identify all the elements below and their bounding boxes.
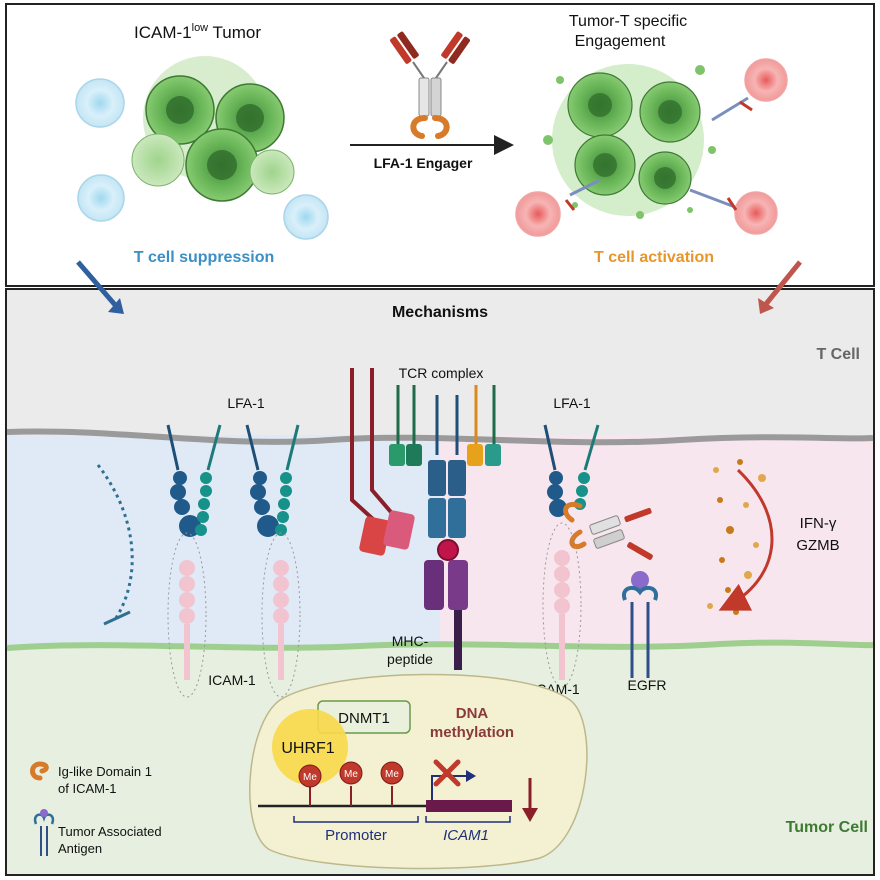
legend-ig-domain-line2: of ICAM-1 bbox=[58, 781, 117, 796]
tumor-cell-label: Tumor Cell bbox=[786, 819, 868, 836]
legend-antigen-line1: Tumor Associated bbox=[58, 824, 162, 839]
promoter-label: Promoter bbox=[325, 827, 387, 844]
right-panel-title-line2: Engagement bbox=[575, 33, 666, 50]
icam1-gene-label: ICAM1 bbox=[443, 827, 489, 844]
t-cell-suppression-label: T cell suppression bbox=[134, 249, 274, 266]
methyl-mark-3: Me bbox=[380, 761, 404, 806]
activated-t-cells bbox=[515, 58, 788, 237]
cytokine-gzmb-label: GZMB bbox=[796, 537, 839, 554]
methyl-mark-2: Me bbox=[339, 761, 363, 806]
lfa1-receptor-left bbox=[166, 424, 222, 537]
gene-bracket bbox=[425, 816, 511, 823]
dna-methylation-line2: methylation bbox=[430, 724, 514, 741]
ig-domain-legend-icon bbox=[30, 761, 49, 781]
suppressed-t-cells bbox=[75, 78, 329, 240]
lfa1-engager-bound bbox=[563, 502, 653, 560]
blocked-transcription-x-icon bbox=[433, 759, 461, 787]
mhc-label-line1: MHC- bbox=[392, 633, 429, 649]
t-cell-activation-label: T cell activation bbox=[594, 249, 714, 266]
transition-arrow-right bbox=[764, 260, 802, 306]
transcription-start-arrow bbox=[431, 775, 468, 800]
svg-text:Me: Me bbox=[385, 769, 399, 780]
lfa1-engager-icon bbox=[390, 31, 470, 139]
inhibition-bar bbox=[103, 610, 131, 626]
egfr-label: EGFR bbox=[628, 677, 667, 693]
co-receptor bbox=[350, 368, 415, 556]
tumor-antigen-legend-icon bbox=[33, 809, 55, 856]
lfa1-label-left: LFA-1 bbox=[227, 395, 265, 411]
tumor-cluster-engaged bbox=[543, 64, 716, 219]
mhc-peptide bbox=[424, 539, 468, 670]
transition-arrowhead-right bbox=[758, 298, 774, 314]
egfr-receptor bbox=[621, 571, 659, 678]
tcr-complex-label: TCR complex bbox=[399, 365, 484, 381]
tumor-cell-membrane bbox=[6, 639, 874, 651]
icam1-label-left: ICAM-1 bbox=[208, 672, 256, 688]
lfa1-label-right: LFA-1 bbox=[553, 395, 591, 411]
uhrf1-bubble bbox=[272, 709, 348, 785]
left-panel-title: ICAM-1low Tumor bbox=[134, 22, 261, 42]
legend-ig-domain-line1: Ig-like Domain 1 bbox=[58, 764, 152, 779]
cytokine-release-arrow bbox=[718, 468, 774, 611]
mhc-label-line2: peptide bbox=[387, 651, 433, 667]
icam1-left-faint bbox=[167, 532, 301, 698]
transition-arrowhead-left bbox=[108, 298, 124, 314]
intercellular-space-right bbox=[440, 435, 873, 645]
icam1-right bbox=[542, 522, 582, 688]
icam1-gene-bar bbox=[426, 800, 512, 812]
cytokine-ifng-label: IFN-γ bbox=[800, 515, 837, 532]
svg-text:Me: Me bbox=[303, 772, 317, 783]
engager-bridges bbox=[564, 96, 753, 211]
tcr-complex bbox=[389, 385, 501, 538]
mechanisms-heading: Mechanisms bbox=[392, 304, 488, 321]
lfa1-receptor-left-2 bbox=[245, 424, 300, 537]
uhrf1-label: UHRF1 bbox=[281, 740, 334, 757]
methyl-mark-1: Me bbox=[298, 764, 322, 806]
dnmt1-label: DNMT1 bbox=[338, 710, 390, 727]
transition-arrow-left bbox=[76, 260, 118, 308]
dna-methylation-line1: DNA bbox=[456, 705, 489, 722]
promoter-bracket bbox=[293, 816, 419, 823]
right-panel-title-line1: Tumor-T specific bbox=[569, 13, 687, 30]
t-cell-membrane bbox=[6, 428, 874, 446]
t-cell-label: T Cell bbox=[816, 346, 860, 363]
downregulation-arrowhead bbox=[522, 808, 538, 822]
transcription-arrowhead bbox=[466, 770, 476, 782]
inhibition-arc bbox=[96, 464, 134, 619]
lfa1-engager-label: LFA-1 Engager bbox=[374, 155, 473, 171]
tumor-cluster-low-icam bbox=[131, 56, 295, 202]
svg-text:Me: Me bbox=[344, 769, 358, 780]
legend-antigen-line2: Antigen bbox=[58, 841, 102, 856]
